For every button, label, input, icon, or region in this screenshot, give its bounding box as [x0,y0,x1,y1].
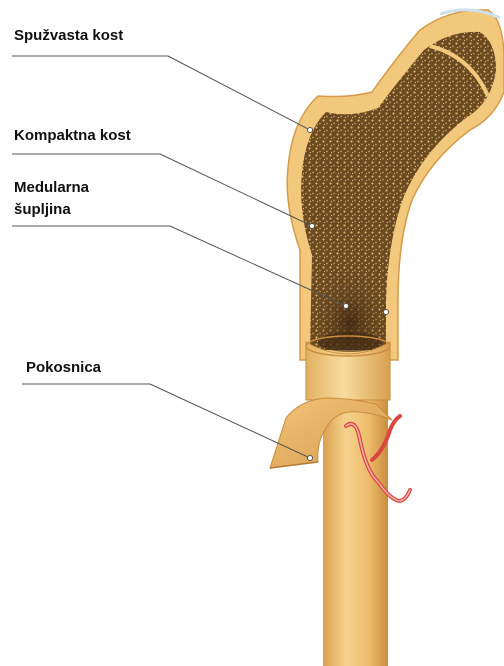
label-periosteum: Pokosnica [26,359,102,376]
label-compact-bone: Kompaktna kost [14,127,131,144]
diagram-labels: Spužvasta kost Kompaktna kost Medularna … [14,27,131,376]
label-medullary-line1: Medularna [14,179,90,196]
label-spongy-bone: Spužvasta kost [14,27,123,44]
label-medullary-line2: šupljina [14,201,71,218]
